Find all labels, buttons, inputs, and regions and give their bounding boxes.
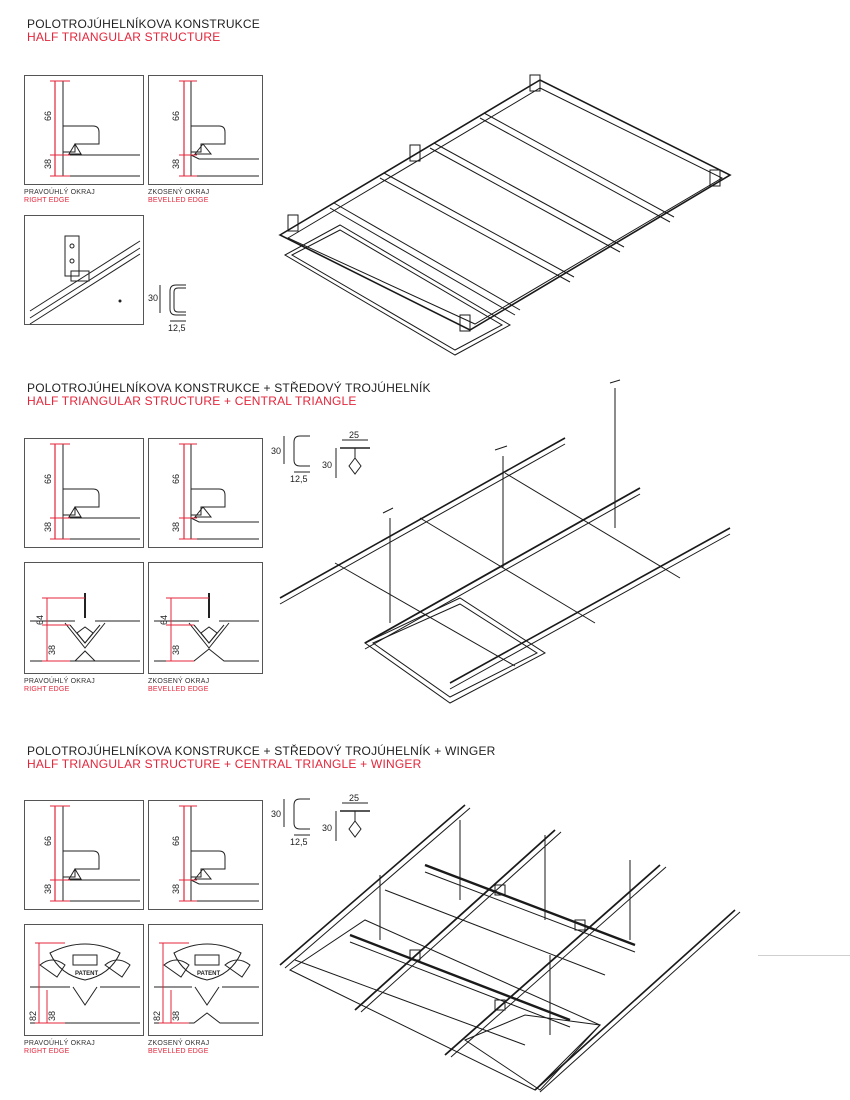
caption-en: RIGHT EDGE	[24, 1048, 70, 1055]
s1-bevel-edge-caption: ZKOSENÝ OKRAJ BEVELLED EDGE	[148, 189, 209, 205]
s2-tri-dim-38: 38	[47, 645, 57, 655]
s3-right-edge-detail: 66 38	[24, 800, 144, 910]
caption-cz: ZKOSENÝ OKRAJ	[148, 1040, 210, 1047]
s3-tee-w: 25	[349, 793, 359, 803]
s2-bevel-edge-detail: 66 38	[148, 438, 263, 548]
s2-right-edge-drawing: 66 38	[43, 443, 140, 540]
section-2-title: POLOTROJÚHELNÍKOVA KONSTRUKCE + STŘEDOVÝ…	[27, 382, 431, 408]
caption-cz: PRAVOÚHLÝ OKRAJ	[24, 189, 95, 196]
s3-dim-66: 66	[43, 836, 53, 846]
s2-bevel-dim-38: 38	[171, 522, 181, 532]
s2-bevel-dim-66: 66	[171, 474, 181, 484]
divider-line	[758, 955, 850, 956]
caption-cz: ZKOSENÝ OKRAJ	[148, 678, 210, 685]
s2-profile-h: 30	[271, 446, 281, 456]
s3-profile-w: 12,5	[290, 837, 308, 847]
s2-dim-66: 66	[43, 474, 53, 484]
caption-en: RIGHT EDGE	[24, 686, 70, 693]
s3-right-edge-drawing: 66 38	[43, 805, 140, 902]
s3-right-edge-caption: PRAVOÚHLÝ OKRAJ RIGHT EDGE	[24, 1040, 95, 1056]
s3-winger-bevel-drawing: PATENT 82 38	[152, 942, 259, 1024]
s1-bracket-drawing	[29, 235, 141, 325]
s2-central-triangle-bevel-detail: 64 38	[148, 562, 263, 674]
caption-cz: PRAVOÚHLÝ OKRAJ	[24, 678, 95, 685]
s3-profile-h: 30	[271, 809, 281, 819]
s3-patent-label: PATENT	[75, 971, 98, 977]
s2-bevel-edge-drawing: 66 38	[171, 443, 259, 540]
s1-bevel-edge-detail: 66 38	[148, 75, 263, 185]
s3-isometric-drawing	[279, 804, 741, 1093]
s1-right-edge-drawing: 66 38	[43, 80, 140, 177]
s2-profile-sections: 30 12,5 25 30	[271, 430, 370, 484]
s1-profile-h: 30	[148, 293, 158, 303]
section-1-title-cz: POLOTROJÚHELNÍKOVA KONSTRUKCE	[27, 17, 260, 31]
s2-tee-h: 30	[322, 460, 332, 470]
s2-isometric-drawing	[279, 379, 731, 704]
caption-en: RIGHT EDGE	[24, 197, 70, 204]
s3-patent-label-bevel: PATENT	[197, 971, 220, 977]
s2-bevel-edge-caption: ZKOSENÝ OKRAJ BEVELLED EDGE	[148, 678, 209, 694]
s2-triangle-right-drawing: 64 38	[30, 593, 140, 662]
s3-bevel-win-dim-38: 38	[171, 1011, 181, 1021]
s2-bevel-dim-64: 64	[159, 615, 169, 625]
s1-right-edge-caption: PRAVOÚHLÝ OKRAJ RIGHT EDGE	[24, 189, 95, 205]
caption-cz: ZKOSENÝ OKRAJ	[148, 189, 210, 196]
s2-triangle-bevel-drawing: 64 38	[154, 593, 259, 662]
s3-winger-right-detail: PATENT 82 38	[24, 924, 144, 1036]
s3-dim-82: 82	[28, 1011, 38, 1021]
s3-tee-h: 30	[322, 823, 332, 833]
s1-isometric-drawing	[278, 74, 732, 356]
s1-bevel-dim-66: 66	[171, 111, 181, 121]
s1-bracket-detail	[24, 215, 144, 325]
s3-winger-right-drawing: PATENT 82 38	[28, 942, 140, 1024]
s2-central-triangle-right-detail: 64 38	[24, 562, 144, 674]
section-3-title: POLOTROJÚHELNÍKOVA KONSTRUKCE + STŘEDOVÝ…	[27, 745, 496, 771]
s2-dim-64: 64	[35, 615, 45, 625]
caption-en: BEVELLED EDGE	[148, 197, 209, 204]
s1-right-edge-detail: 66 38	[24, 75, 144, 185]
s3-dim-38: 38	[43, 884, 53, 894]
caption-cz: PRAVOÚHLÝ OKRAJ	[24, 1040, 95, 1047]
s2-right-edge-detail: 66 38	[24, 438, 144, 548]
section-3-title-cz: POLOTROJÚHELNÍKOVA KONSTRUKCE + STŘEDOVÝ…	[27, 744, 496, 758]
caption-en: BEVELLED EDGE	[148, 686, 209, 693]
s1-bevel-dim-38: 38	[171, 159, 181, 169]
section-1-title: POLOTROJÚHELNÍKOVA KONSTRUKCE HALF TRIAN…	[27, 18, 260, 44]
s2-right-edge-caption: PRAVOÚHLÝ OKRAJ RIGHT EDGE	[24, 678, 95, 694]
s2-tee-w: 25	[349, 430, 359, 440]
s2-dim-38: 38	[43, 522, 53, 532]
section-3-title-en: HALF TRIANGULAR STRUCTURE + CENTRAL TRIA…	[27, 757, 422, 771]
s3-bevel-dim-66: 66	[171, 836, 181, 846]
s2-bevel-tri-dim-38: 38	[171, 645, 181, 655]
s3-winger-bevel-detail: PATENT 82 38	[148, 924, 263, 1036]
s1-bevel-edge-drawing: 66 38	[171, 80, 259, 177]
caption-en: BEVELLED EDGE	[148, 1048, 209, 1055]
s1-profile-w: 12,5	[168, 323, 186, 333]
s3-bevel-edge-drawing: 66 38	[171, 805, 259, 902]
s3-profile-sections: 30 12,5 25 30	[271, 793, 370, 847]
s3-bevel-dim-82: 82	[152, 1011, 162, 1021]
section-2-title-cz: POLOTROJÚHELNÍKOVA KONSTRUKCE + STŘEDOVÝ…	[27, 381, 431, 395]
s3-bevel-edge-caption: ZKOSENÝ OKRAJ BEVELLED EDGE	[148, 1040, 209, 1056]
s1-dim-38: 38	[43, 159, 53, 169]
s3-bevel-edge-detail: 66 38	[148, 800, 263, 910]
s3-win-dim-38: 38	[47, 1011, 57, 1021]
s1-dim-66: 66	[43, 111, 53, 121]
s3-bevel-dim-38: 38	[171, 884, 181, 894]
section-1-title-en: HALF TRIANGULAR STRUCTURE	[27, 30, 221, 44]
section-2-title-en: HALF TRIANGULAR STRUCTURE + CENTRAL TRIA…	[27, 394, 357, 408]
s2-profile-w: 12,5	[290, 474, 308, 484]
s1-profile-section: 30 12,5	[148, 284, 186, 333]
